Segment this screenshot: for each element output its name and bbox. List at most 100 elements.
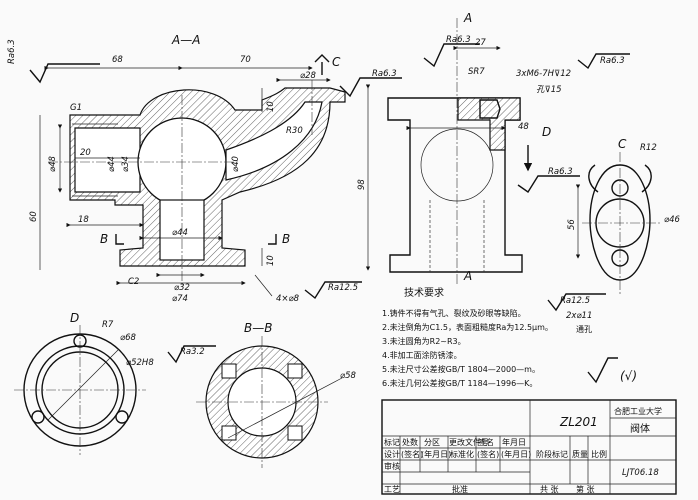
view-d: D R7 ⌀68 ⌀52H8 Ra3.2	[14, 311, 216, 455]
h-count: 处数	[402, 437, 418, 447]
section-bb-label: B—B	[244, 321, 272, 335]
tech-item-3: 3.未注圆角为R2~R3。	[382, 336, 466, 346]
dim-28: ⌀28	[300, 71, 317, 81]
dim-d68b: ⌀68	[120, 333, 137, 343]
school-name: 合肥工业大学	[614, 406, 662, 416]
ra-left: Ra6.3	[7, 39, 17, 64]
c-lobes-top	[588, 164, 652, 193]
dim-d52h8: ⌀52H8	[126, 358, 154, 368]
dim-d46: ⌀46	[664, 215, 681, 225]
roughness-symbol-mid	[339, 77, 402, 98]
dim-d32: ⌀32	[174, 283, 190, 293]
tech-item-6: 6.未注几何公差按GB/T 1184—1996—K。	[382, 378, 537, 388]
tech-item-1: 1.铸件不得有气孔、裂纹及砂眼等缺陷。	[382, 308, 526, 318]
view-c-label: C	[618, 137, 627, 151]
approve: 批准	[452, 484, 468, 494]
dim-hole-depth: 孔⊽15	[536, 85, 562, 95]
r-date2: (年月日)	[501, 449, 531, 459]
technical-requirements: 技术要求 1.铸件不得有气孔、裂纹及砂眼等缺陷。 2.未注倒角为C1.5，表面粗…	[382, 286, 637, 388]
dim-holes4: 4×⌀8	[276, 294, 300, 304]
drawing-number: LJT06.18	[622, 468, 659, 478]
dim-d48: ⌀48	[48, 155, 58, 172]
dim-d44b: ⌀44	[172, 228, 188, 238]
section-aa-label: A—A	[171, 33, 200, 47]
dim-r7: R7	[102, 320, 114, 330]
ra-top: Ra6.3	[446, 35, 471, 45]
dim-holes2: 2x⌀11	[566, 311, 592, 321]
general-roughness-symbol	[587, 357, 618, 384]
cut-a-top-label: A	[463, 11, 472, 25]
ra-32: Ra3.2	[180, 347, 205, 357]
h-date: 年月日	[502, 437, 526, 447]
roughness-symbol-d	[167, 345, 216, 364]
dim-d74: ⌀74	[172, 294, 188, 304]
d-lug-hole-left	[31, 410, 45, 424]
roughness-symbol-top	[423, 43, 480, 68]
dim-48b: 48	[518, 122, 529, 132]
roughness-symbol-base	[304, 281, 362, 300]
dim-d34: ⌀34	[121, 156, 131, 172]
section-bb-view: B—B ⌀58	[196, 321, 357, 468]
dim-98: 98	[357, 179, 367, 190]
bb-hole-1	[221, 363, 237, 379]
d-lug-hole-right	[115, 410, 129, 424]
dim-18: 18	[78, 215, 89, 225]
section-aa-view: A—A C B B 68 70 ⌀28 R30 ⌀40 ⌀48 ⌀44 ⌀34 …	[7, 33, 402, 304]
ra-thread: Ra6.3	[600, 56, 625, 66]
title-block: ZL201 合肥工业大学 阀体 LJT06.18 标记 处数 分区 更改文件号 …	[381, 399, 677, 495]
side-top-flange-section	[457, 97, 521, 151]
ra-side: Ra6.3	[548, 167, 573, 177]
h-mark: 标记	[384, 437, 400, 447]
roughness-symbol-c	[547, 293, 606, 312]
dim-d40: ⌀40	[231, 156, 241, 172]
arrow-c-label: C	[332, 55, 341, 69]
tech-item-2: 2.未注倒角为C1.5，表面粗糙度Ra为12.5μm。	[382, 322, 553, 332]
bb-diameter-leader	[227, 377, 343, 439]
d-diameter-leader	[47, 349, 119, 421]
dim-d44a: ⌀44	[107, 156, 117, 172]
h-change: 更改文件号	[449, 437, 489, 447]
dim-68: 68	[112, 55, 123, 65]
h-zone: 分区	[424, 438, 440, 447]
through-hole-note: 通孔	[576, 324, 592, 334]
tech-item-5: 5.未注尺寸公差按GB/T 1804—2000—m。	[382, 364, 540, 374]
drawing-code: ZL201	[559, 415, 598, 429]
tech-item-4: 4.非加工面涂防锈漆。	[382, 350, 462, 360]
dim-c2: C2	[128, 277, 139, 287]
side-view: A A 27 SR7 3xM6-7H⊽12 孔⊽15 48 D Ra6.3 Ra…	[387, 11, 630, 286]
view-c: C R12 ⌀46 56 Ra12.5 2x⌀11 通孔	[547, 137, 681, 334]
cut-b-right-arrow	[268, 234, 277, 245]
cut-b-right-label: B	[282, 232, 290, 246]
dim-10b: 10	[266, 255, 276, 266]
dim-20: 20	[80, 148, 91, 158]
dim-g1: G1	[70, 103, 82, 113]
ra-c: Ra12.5	[560, 296, 590, 306]
h-sign: 签名	[478, 437, 494, 447]
dim-r12: R12	[640, 143, 657, 153]
process: 工艺	[384, 485, 400, 494]
dim-r30: R30	[286, 126, 303, 136]
roughness-symbol-thread	[577, 53, 630, 70]
tech-title: 技术要求	[404, 286, 444, 299]
aa-elbow-channel	[225, 101, 323, 181]
cut-b-left-label: B	[100, 232, 108, 246]
r-std: 标准化	[450, 449, 474, 459]
dim-thread: 3xM6-7H⊽12	[516, 69, 571, 79]
side-threaded-hole	[479, 99, 501, 119]
bb-hole-3	[221, 425, 237, 441]
part-name: 阀体	[630, 422, 650, 435]
r-sign2: (签名)	[477, 449, 499, 459]
dim-70: 70	[240, 55, 251, 65]
holes-leader	[254, 274, 273, 297]
c-view-arrow	[314, 54, 330, 75]
scale: 比例	[591, 449, 607, 459]
stage-mark: 阶段标记	[536, 449, 568, 459]
r-sign: (签名)	[401, 449, 423, 459]
ra-mid: Ra6.3	[372, 69, 397, 79]
dim-60: 60	[29, 211, 39, 222]
dim-sr7: SR7	[468, 67, 485, 77]
sheet-number: 第 张	[576, 484, 595, 494]
bb-hole-4	[287, 425, 303, 441]
